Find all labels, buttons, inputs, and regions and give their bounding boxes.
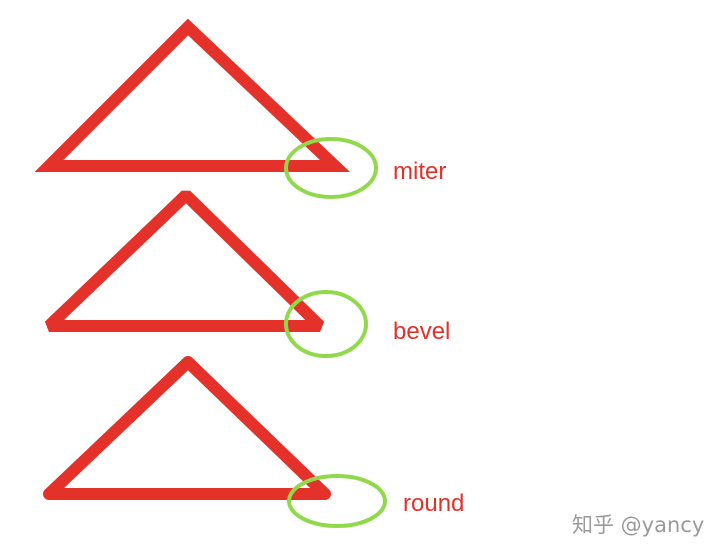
bevel-label: bevel — [393, 318, 450, 345]
miter-corner-highlight — [284, 137, 378, 199]
miter-label: miter — [393, 158, 446, 185]
miter-triangle — [34, 18, 351, 172]
round-triangle — [43, 356, 331, 500]
round-corner-highlight — [287, 474, 387, 528]
watermark: 知乎 @yancy — [572, 513, 704, 537]
miter-example: miter — [34, 18, 446, 199]
round-example: round — [43, 356, 464, 528]
bevel-triangle — [44, 190, 325, 332]
bevel-corner-highlight — [284, 290, 368, 358]
bevel-example: bevel — [44, 190, 450, 358]
round-label: round — [403, 490, 464, 517]
